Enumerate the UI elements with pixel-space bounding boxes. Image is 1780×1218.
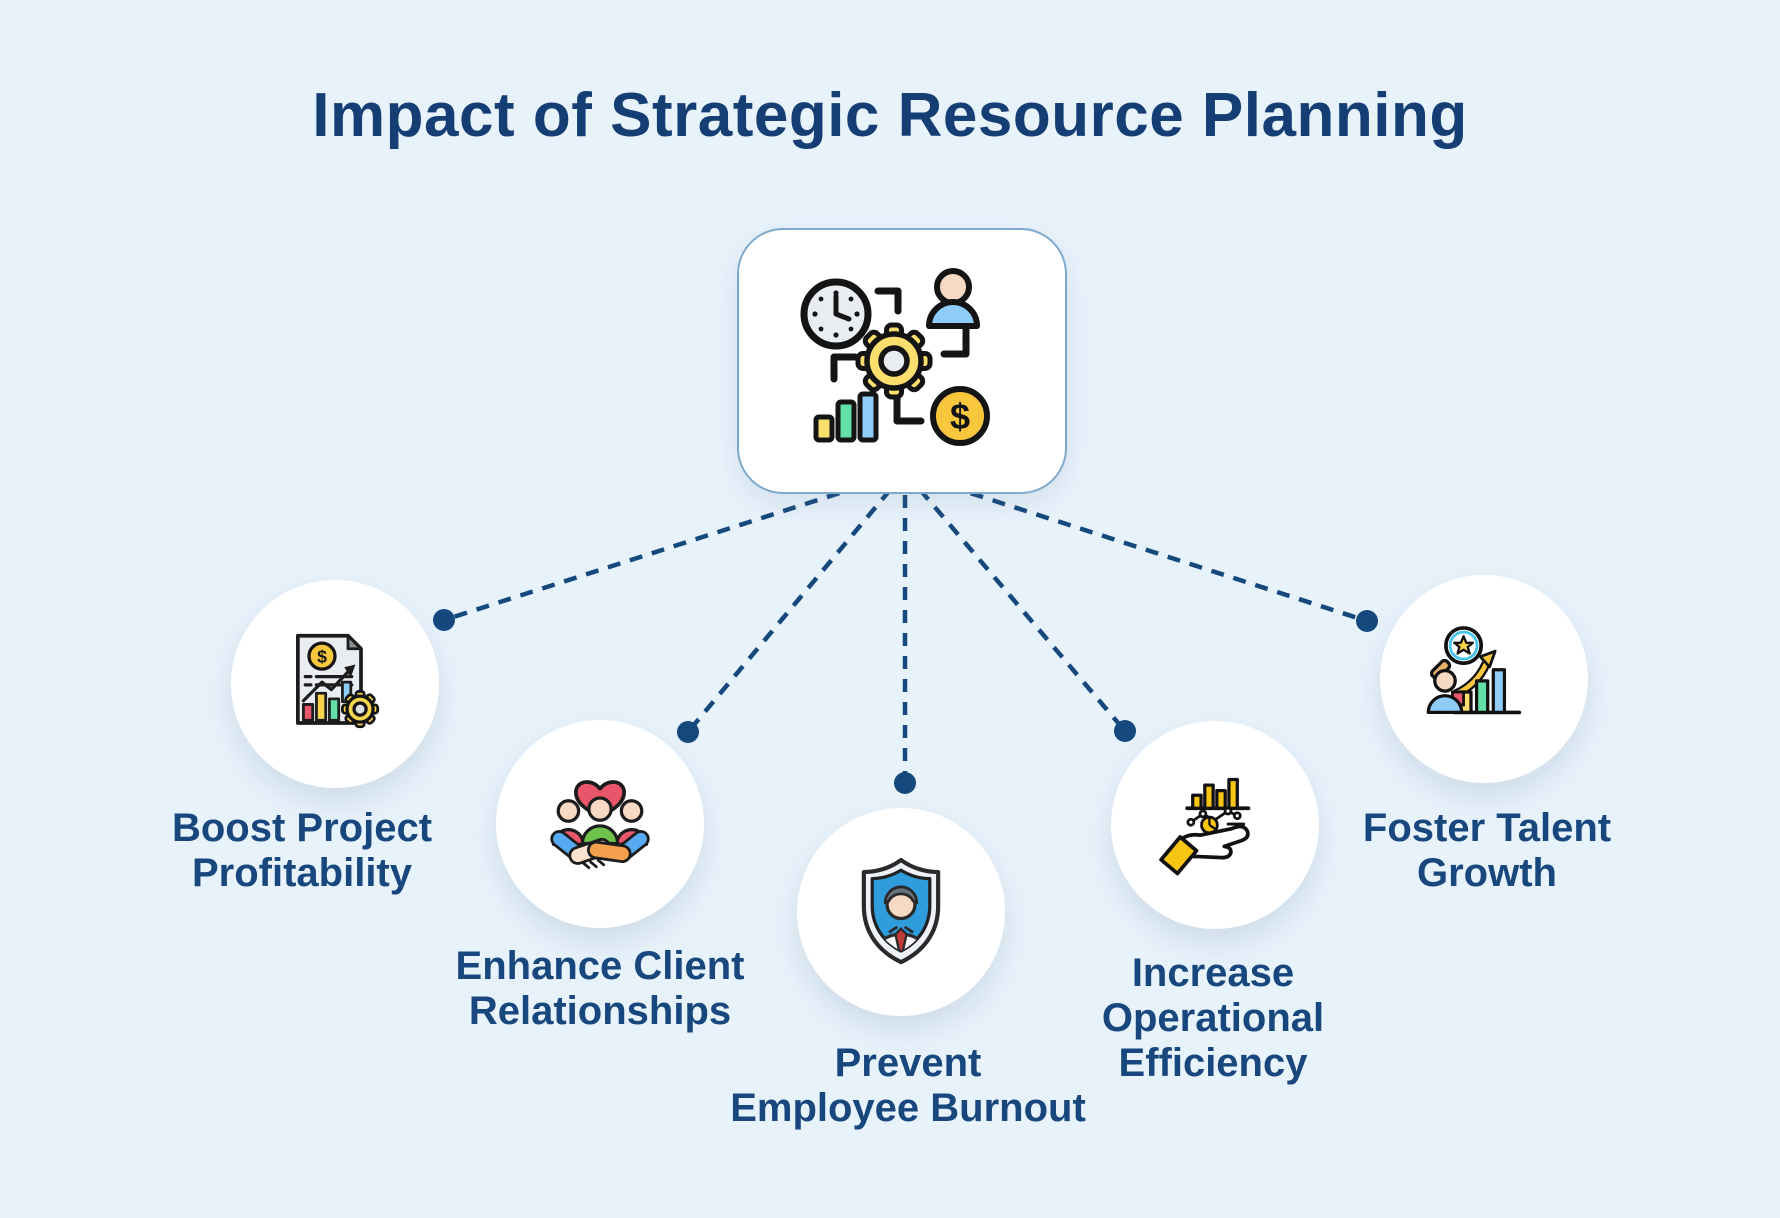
gear-icon [341, 690, 380, 729]
node-label: Prevent Employee Burnout [730, 1041, 1086, 1130]
client-relationship-icon [550, 780, 650, 870]
center-card: $ [737, 228, 1067, 494]
connector-dot [894, 772, 916, 794]
connector-line [686, 470, 907, 734]
connector-dot [1356, 610, 1378, 632]
connector-line [903, 470, 1127, 733]
profit-report-icon: $ [296, 633, 380, 729]
clock-icon [800, 278, 871, 350]
page-title: Impact of Strategic Resource Planning [312, 81, 1468, 150]
connector-line [904, 469, 1368, 624]
node-enhance-client-relationships [496, 720, 704, 928]
node-prevent-employee-burnout [797, 808, 1005, 1016]
node-label: Foster Talent Growth [1362, 806, 1612, 895]
node-label: Enhance Client Relationships [455, 944, 745, 1033]
gear-icon [855, 322, 932, 400]
hand-analytics-icon [1159, 777, 1251, 876]
person-icon [925, 268, 980, 329]
node-increase-operational-efficiency [1111, 721, 1319, 929]
svg-text:$: $ [949, 396, 969, 437]
dollar-coin-icon: $ [929, 386, 990, 446]
node-label: Increase Operational Efficiency [1101, 951, 1325, 1085]
connector-dot [1114, 720, 1136, 742]
node-foster-talent-growth [1380, 575, 1588, 783]
svg-text:$: $ [317, 647, 327, 667]
talent-growth-icon [1426, 626, 1522, 715]
employee-shield-icon [861, 857, 941, 965]
connector-dot [433, 609, 455, 631]
resource-planning-icon: $ [800, 268, 990, 446]
bar-chart-icon [813, 391, 878, 443]
connector-dot [677, 721, 699, 743]
node-label: Boost Project Profitability [171, 806, 433, 895]
node-boost-project-profitability: $ [231, 580, 439, 788]
connector-line [443, 469, 906, 623]
